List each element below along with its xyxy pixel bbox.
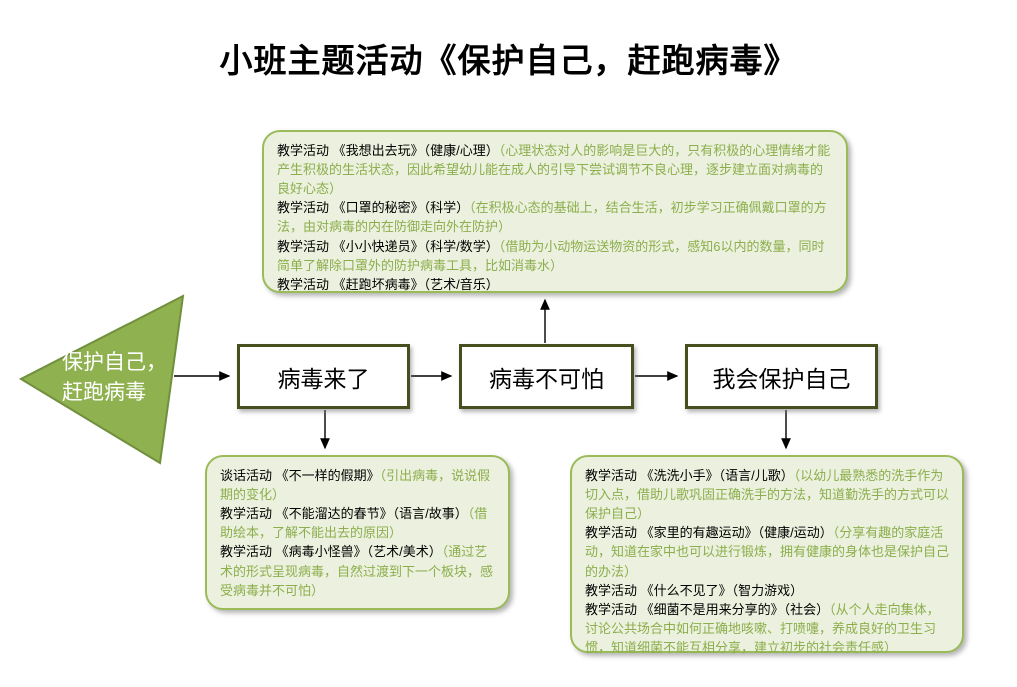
flow-node-virus-not-scary: 病毒不可怕 bbox=[459, 344, 634, 409]
flow-node-protect-myself-label: 我会保护自己 bbox=[712, 366, 851, 392]
activity-title: 教学活动 《什么不见了》（智力游戏） bbox=[585, 582, 804, 598]
activities-box-virus-not-scary: 教学活动 《我想出去玩》（健康/心理）（心理状态对人的影响是巨大的，只有积极的心… bbox=[262, 130, 848, 293]
activity-note: （在积极心态的基础上，结合生活，初步学习正确佩戴口罩的方法，由对病毒的内在防御走… bbox=[277, 200, 827, 235]
activity-item: 教学活动 《不能溜达的春节》（语言/故事）（借助绘本，了解不能出去的原因） bbox=[220, 504, 495, 542]
activity-note: （以幼儿最熟悉的洗手作为切入点，借助儿歌巩固正确洗手的方法，知道勤洗手的方式可以… bbox=[585, 468, 950, 522]
theme-triangle-label-line2: 赶跑病毒 bbox=[62, 380, 146, 404]
activity-title: 谈话活动 《不一样的假期》 bbox=[220, 468, 380, 483]
activity-item: 教学活动 《病毒小怪兽》（艺术/美术）（通过艺术的形式呈现病毒，自然过渡到下一个… bbox=[220, 542, 495, 599]
activity-title: 教学活动 《洗洗小手》（语言/儿歌） bbox=[585, 468, 794, 483]
activity-title: 教学活动 《口罩的秘密》（科学） bbox=[277, 200, 470, 216]
flow-node-protect-myself: 我会保护自己 bbox=[685, 344, 878, 409]
activity-item: 教学活动 《家里的有趣运动》（健康/运动）（分享有趣的家庭活动，知道在家中也可以… bbox=[585, 523, 949, 580]
flow-node-virus-comes-label: 病毒来了 bbox=[277, 366, 370, 392]
activity-item: 教学活动 《赶跑坏病毒》（艺术/音乐） bbox=[277, 275, 833, 294]
activity-note: （分享有趣的家庭活动，知道在家中也可以进行锻炼，拥有健康的身体也是保护自己的办法… bbox=[585, 525, 950, 579]
activity-note: （心理状态对人的影响是巨大的，只有积极的心理情绪才能产生积极的生活状态，因此希望… bbox=[277, 143, 831, 197]
activity-title: 教学活动 《细菌不是用来分享的》（社会） bbox=[585, 601, 830, 617]
page-title: 小班主题活动《保护自己，赶跑病毒》 bbox=[219, 42, 798, 79]
activity-item: 教学活动 《口罩的秘密》（科学）（在积极心态的基础上，结合生活，初步学习正确佩戴… bbox=[277, 198, 833, 236]
flow-node-virus-comes: 病毒来了 bbox=[237, 344, 410, 409]
activity-item: 谈话活动 《不一样的假期》（引出病毒，说说假期的变化） bbox=[220, 466, 495, 504]
activity-title: 教学活动 《家里的有趣运动》（健康/运动） bbox=[585, 525, 833, 541]
activities-box-virus-comes: 谈话活动 《不一样的假期》（引出病毒，说说假期的变化）教学活动 《不能溜达的春节… bbox=[205, 455, 510, 610]
activity-note: （借助为小动物运送物资的形式，感知6以内的数量，同时简单了解除口罩外的防护病毒工… bbox=[277, 238, 825, 273]
activities-box-protect-myself: 教学活动 《洗洗小手》（语言/儿歌）（以幼儿最熟悉的洗手作为切入点，借助儿歌巩固… bbox=[570, 455, 964, 655]
activity-title: 教学活动 《小小快递员》（科学/数学） bbox=[277, 238, 499, 254]
activity-note: （引出病毒，说说假期的变化） bbox=[220, 468, 491, 503]
activity-item: 教学活动 《洗洗小手》（语言/儿歌）（以幼儿最熟悉的洗手作为切入点，借助儿歌巩固… bbox=[585, 466, 949, 523]
theme-triangle-label: 保护自己， 赶跑病毒 bbox=[62, 347, 167, 407]
activity-title: 教学活动 《不能溜达的春节》（语言/故事） bbox=[220, 506, 468, 522]
activity-item: 教学活动 《小小快递员》（科学/数学）（借助为小动物运送物资的形式，感知6以内的… bbox=[277, 237, 833, 275]
activity-title: 教学活动 《病毒小怪兽》（艺术/美术） bbox=[220, 544, 442, 560]
activity-item: 教学活动 《细菌不是用来分享的》（社会）（从个人走向集体，讨论公共场合中如何正确… bbox=[585, 600, 949, 657]
activity-item: 教学活动 《什么不见了》（智力游戏） bbox=[585, 581, 949, 600]
theme-triangle-label-line1: 保护自己， bbox=[62, 350, 167, 374]
activity-note: （借助绘本，了解不能出去的原因） bbox=[220, 506, 488, 541]
activity-title: 教学活动 《赶跑坏病毒》（艺术/音乐） bbox=[277, 276, 499, 292]
flow-node-virus-not-scary-label: 病毒不可怕 bbox=[489, 366, 604, 392]
activity-item: 教学活动 《我想出去玩》（健康/心理）（心理状态对人的影响是巨大的，只有积极的心… bbox=[277, 141, 833, 198]
activity-note: （从个人走向集体，讨论公共场合中如何正确地咳嗽、打喷嚏，养成良好的卫生习惯，知道… bbox=[585, 601, 940, 655]
activity-note: （通过艺术的形式呈现病毒，自然过渡到下一个板块，感受病毒并不可怕） bbox=[220, 544, 494, 598]
activity-title: 教学活动 《我想出去玩》（健康/心理） bbox=[277, 143, 499, 158]
